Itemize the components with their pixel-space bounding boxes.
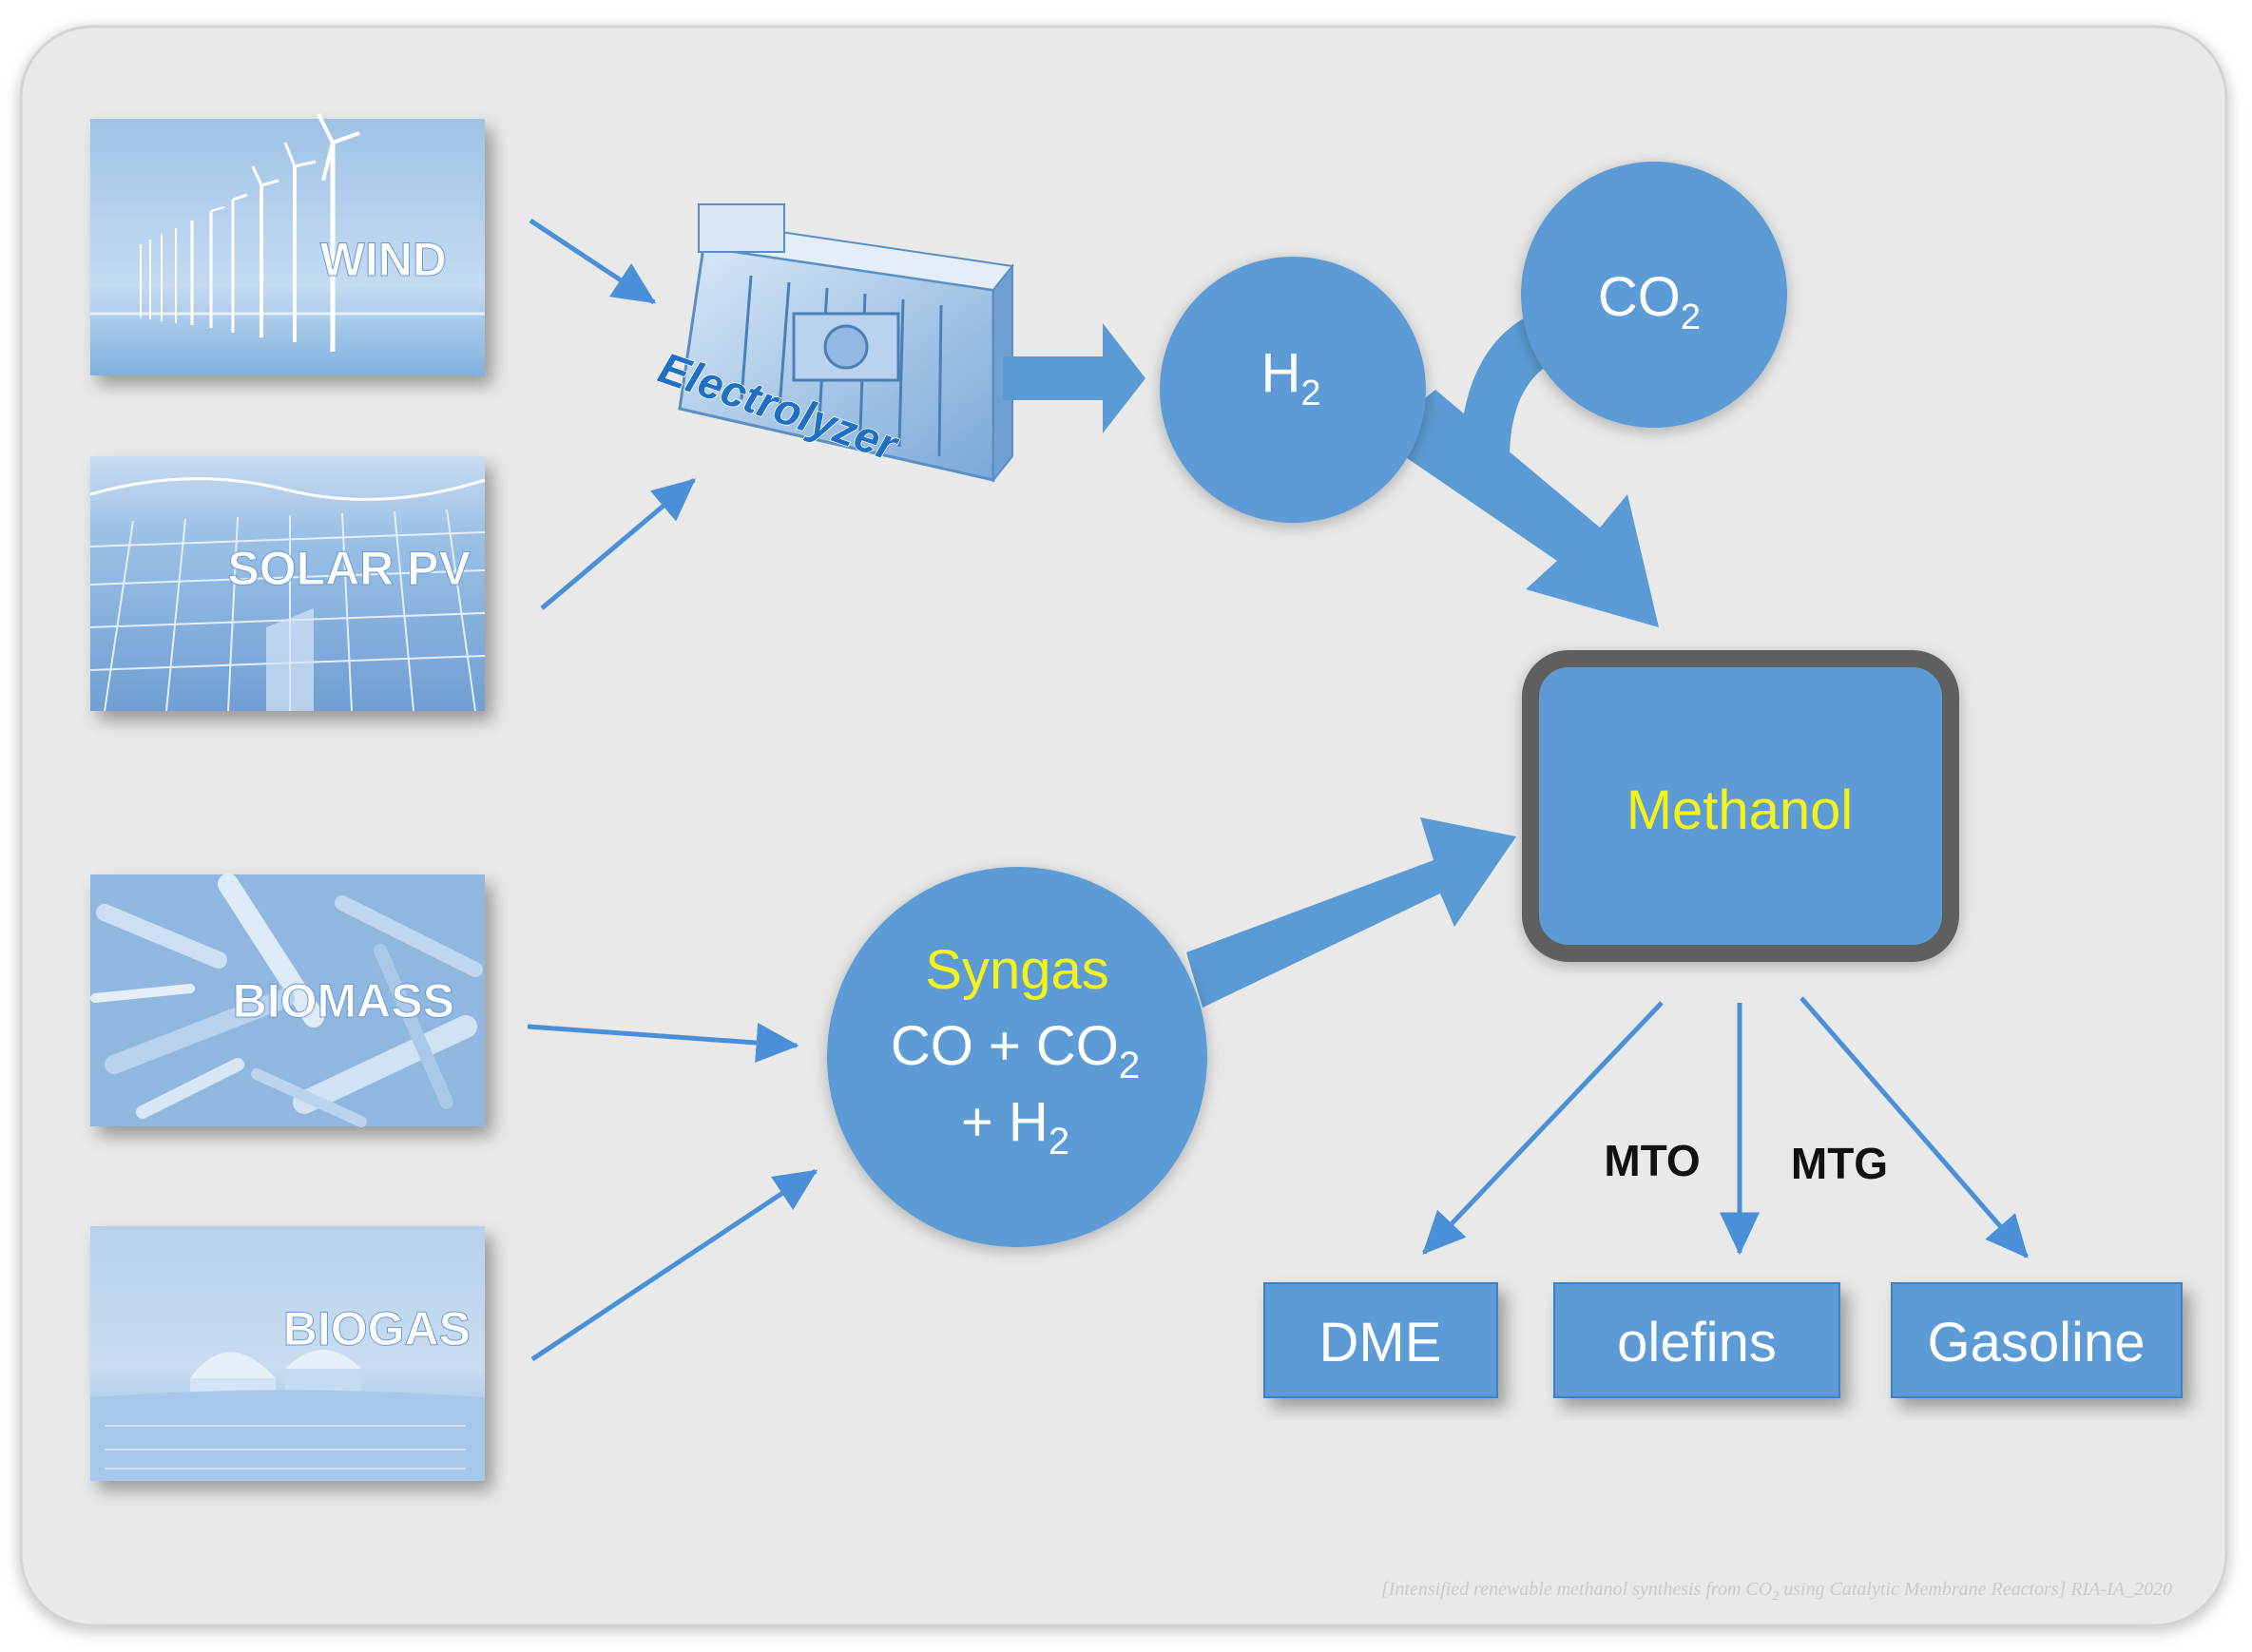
solar-panel-icon [89,477,486,712]
dme-label: DME [1319,1312,1442,1373]
biogas-label: BIOGAS [283,1302,471,1355]
co2-node [1521,162,1787,428]
arrow-biogas-to-syngas [530,1168,818,1362]
syngas-line1: CO + CO2 [891,1015,1140,1086]
olefins-label: olefins [1617,1312,1777,1373]
mtg-label: MTG [1791,1139,1888,1188]
h2-node [1160,257,1426,523]
wood-chips-icon [90,874,483,1127]
h2-label: H2 [1261,342,1320,413]
arrow-syngas-to-methanol [1186,817,1516,1008]
syngas-title: Syngas [925,939,1108,1001]
arrow-methanol-to-dme [1422,1001,1664,1255]
mto-label: MTO [1604,1136,1700,1185]
syngas-node [827,867,1207,1247]
methanol-node [1522,650,1959,962]
co2-label: CO2 [1598,266,1701,337]
background-panel [19,25,2228,1627]
wind-turbine-icon [90,113,485,352]
biomass-label: BIOMASS [233,974,454,1028]
gasoline-box [1891,1282,2183,1398]
wind-tile [90,119,485,375]
syngas-line2: + H2 [961,1091,1069,1162]
arrow-solar-to-electrolyzer [540,478,696,610]
biogas-digester-icon [90,1350,485,1481]
arrow-wind-to-electrolyzer [529,218,657,305]
solar-label: SOLAR PV [227,542,471,595]
arrow-h2-to-methanol [1376,390,1659,627]
arrow-electrolyzer-to-h2 [1003,323,1145,433]
arrow-biomass-to-syngas [527,1023,799,1063]
arrow-methanol-to-gasoline [1800,996,2029,1258]
dme-box [1263,1282,1498,1398]
citation-text: [Intensified renewable methanol synthesi… [1381,1579,2172,1604]
wind-label: WIND [320,233,447,286]
gasoline-label: Gasoline [1928,1312,2146,1373]
olefins-box [1553,1282,1840,1398]
electrolyzer-container-icon [678,203,1014,483]
methanol-label: Methanol [1626,779,1854,841]
